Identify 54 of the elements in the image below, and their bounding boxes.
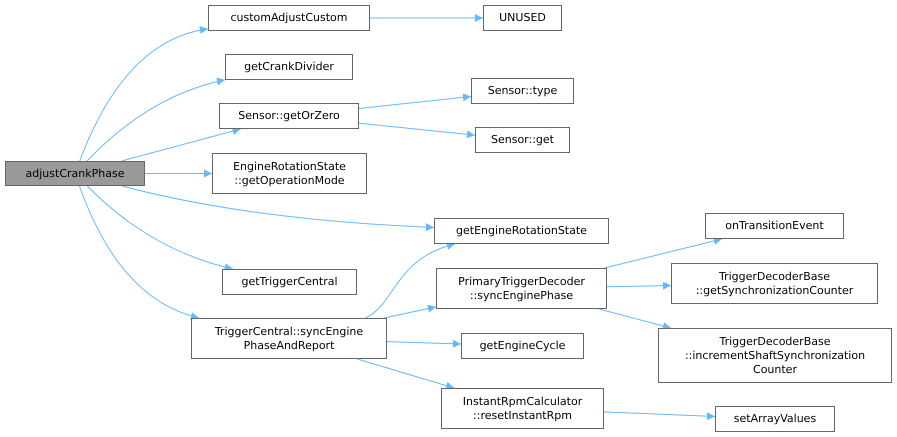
function-name: EngineRotationState ::getOperationMode [232, 160, 347, 188]
arrow [79, 26, 208, 162]
function-box [5, 161, 145, 186]
function-box [658, 328, 892, 383]
arrow [384, 304, 436, 318]
function-name: getCrankDivider [244, 60, 334, 74]
arrow [598, 308, 672, 330]
arrow [86, 78, 226, 162]
function-name: TriggerDecoderBase ::incrementShaftSynchronization Counter [684, 334, 866, 376]
function-box [212, 153, 367, 194]
function-box [441, 388, 604, 429]
function-name: PrimaryTriggerDecoder ::syncEnginePhase [457, 274, 586, 302]
function-box [191, 318, 387, 359]
function-box [436, 268, 607, 309]
function-box [705, 213, 844, 239]
function-box [715, 406, 835, 432]
arrow [386, 340, 462, 348]
function-box [461, 333, 584, 359]
function-box [471, 78, 574, 104]
function-name: TriggerDecoderBase ::getSynchronizationCounter [694, 270, 854, 298]
arrow [144, 170, 212, 178]
function-box [671, 263, 878, 304]
function-name: InstantRpmCalculator ::resetInstantRpm [462, 394, 584, 422]
arrow [364, 242, 456, 318]
function-box [219, 103, 359, 129]
arrow [121, 127, 242, 162]
arrow [122, 186, 434, 232]
function-box [434, 218, 609, 244]
arrow [78, 186, 200, 320]
function-box [483, 5, 562, 31]
arrow [604, 237, 722, 268]
function-box [208, 5, 370, 31]
arrow [358, 93, 472, 109]
function-name: TriggerCentral::syncEngine PhaseAndReport [214, 324, 364, 352]
arrow [86, 186, 234, 271]
function-name: setArrayValues [734, 412, 816, 426]
function-name: getTriggerCentral [241, 275, 338, 289]
function-name: Sensor::get [491, 133, 554, 147]
function-box [222, 269, 357, 295]
arrow [370, 14, 484, 22]
function-name: Sensor::getOrZero [238, 109, 340, 123]
arrow [358, 122, 476, 138]
arrow [606, 282, 672, 290]
function-name: UNUSED [499, 11, 546, 25]
function-box [475, 127, 570, 153]
arrow [604, 411, 716, 420]
function-name: onTransitionEvent [725, 219, 824, 233]
function-name: customAdjustCustom [230, 11, 348, 25]
function-box [225, 54, 353, 80]
function-name: getEngineCycle [480, 339, 566, 353]
function-name: Sensor::type [488, 84, 558, 98]
function-name: getEngineRotationState [456, 224, 587, 238]
arrow [356, 358, 455, 390]
function-name: adjustCrankPhase [26, 166, 124, 180]
